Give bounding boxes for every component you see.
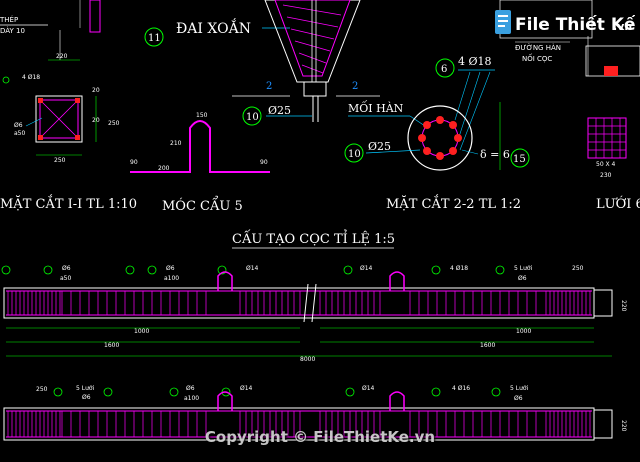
dai-xoan-label: ĐAI XOẮN [176, 17, 251, 37]
dim-200: 200 [158, 165, 170, 172]
u-dim-1000-a: 1000 [134, 328, 149, 335]
u-a100: a100 [164, 275, 179, 282]
u-dim-250: 250 [572, 265, 584, 272]
pile-elevation-upper: Ø6 a50 Ø6 a100 Ø14 Ø14 4 Ø18 5 Lưới Ø6 2… [1, 265, 627, 363]
dim-250-side: 250 [108, 120, 120, 127]
section-mark-2-right: 2 [352, 81, 358, 92]
filethietke-logo: File Thiết Kế .vn [495, 10, 635, 35]
phi25-label-a: Ø25 [268, 104, 291, 117]
a50-label: a50 [14, 130, 25, 137]
rebar-spec-top: 4 Ø18 [22, 74, 40, 81]
section-mark-2-left: 2 [266, 81, 272, 92]
bubble-10-a: 10 [246, 112, 259, 123]
dim-50x4: 50 X 4 [596, 161, 616, 168]
u-dim-8000: 8000 [300, 356, 315, 363]
bubble-11: 11 [148, 33, 161, 44]
moi-han-label: MỐI HÀN [348, 100, 404, 115]
l-a100: a100 [184, 395, 199, 402]
duong-han-label: ĐƯỜNG HÀN [515, 43, 561, 52]
u-a50: a50 [60, 275, 71, 282]
top-left-fragment: THÉP DÀY 10 220 [0, 0, 101, 61]
section-1-1: 4 Ø18 Ø6 a50 250 20 20 250 MẶT CẮT I-I T… [0, 74, 137, 212]
thep-label: THÉP [0, 15, 18, 24]
l-phi6-c: Ø6 [514, 395, 523, 402]
right-fragments: ĐƯỜNG HÀN NỐI CỌC 50 X 4 230 LƯỚI 6 [499, 0, 640, 212]
copyright-watermark: Copyright © FileThietKe.vn [204, 428, 436, 446]
logo-brand: File Thiết Kế [515, 14, 635, 35]
pile-elevation-lower: 250 5 Lưới Ø6 Ø6 a100 Ø14 Ø14 4 Ø16 5 Lư… [3, 385, 627, 441]
rebar-4phi18: 4 Ø18 [458, 55, 492, 68]
u-dim-220: 220 [620, 300, 627, 312]
bubble-10-b: 10 [348, 149, 361, 160]
l-phi6-b: Ø6 [186, 385, 195, 392]
l-dim-220: 220 [620, 420, 627, 432]
u-phi18: 4 Ø18 [450, 265, 468, 272]
l-phi14-a: Ø14 [240, 385, 253, 392]
u-phi6-a: Ø6 [62, 265, 71, 272]
section-2-2-title: MẶT CẮT 2-2 TL 1:2 [386, 194, 521, 212]
spiral-tie: 11 ĐAI XOẮN 2 2 10 Ø25 [144, 0, 380, 126]
phi6-label: Ø6 [14, 122, 23, 129]
day10-label: DÀY 10 [0, 26, 25, 35]
l-luoi5-a: 5 Lưới [76, 385, 95, 392]
dim-250: 250 [54, 157, 66, 164]
u-phi14-a: Ø14 [246, 265, 259, 272]
noi-coc-label: NỐI CỌC [522, 53, 552, 63]
dim-210: 210 [170, 140, 182, 147]
u-phi6-c: Ø6 [518, 275, 527, 282]
dim-90-b: 90 [260, 159, 268, 166]
dim-20-b: 20 [92, 117, 100, 124]
pile-title: CẤU TẠO CỌC TỈ LỆ 1:5 [232, 229, 395, 247]
u-dim-1600-b: 1600 [480, 342, 495, 349]
bubble-6: 6 [441, 64, 447, 75]
mesh-title: LƯỚI 6 [596, 195, 640, 212]
hook-title: MÓC CẨU 5 [162, 196, 243, 214]
bubble-15: 15 [513, 154, 526, 165]
u-dim-1600-a: 1600 [104, 342, 119, 349]
dim-220-top: 220 [56, 53, 68, 60]
l-dim-250: 250 [36, 386, 48, 393]
dim-230: 230 [600, 172, 612, 179]
logo-tld: .vn [613, 20, 632, 33]
dim-20-a: 20 [92, 87, 100, 94]
dim-90-a: 90 [130, 159, 138, 166]
l-phi16: 4 Ø16 [452, 385, 470, 392]
phi25-label-b: Ø25 [368, 140, 391, 153]
delta-label: δ = 6 [480, 148, 510, 161]
u-dim-1000-b: 1000 [516, 328, 531, 335]
l-luoi5-b: 5 Lưới [510, 385, 529, 392]
lifting-hook: 150 210 90 200 90 MÓC CẨU 5 [130, 112, 270, 214]
section-2-2: 6 4 Ø18 MỐI HÀN 10 Ø25 δ = 6 15 MẶT CẮT … [344, 55, 530, 212]
u-luoi5: 5 Lưới [514, 265, 533, 272]
section-1-1-title: MẶT CẮT I-I TL 1:10 [0, 194, 137, 212]
u-phi14-b: Ø14 [360, 265, 373, 272]
l-phi14-b: Ø14 [362, 385, 375, 392]
l-phi6-a: Ø6 [82, 394, 91, 401]
u-phi6-b: Ø6 [166, 265, 175, 272]
dim-150: 150 [196, 112, 208, 119]
